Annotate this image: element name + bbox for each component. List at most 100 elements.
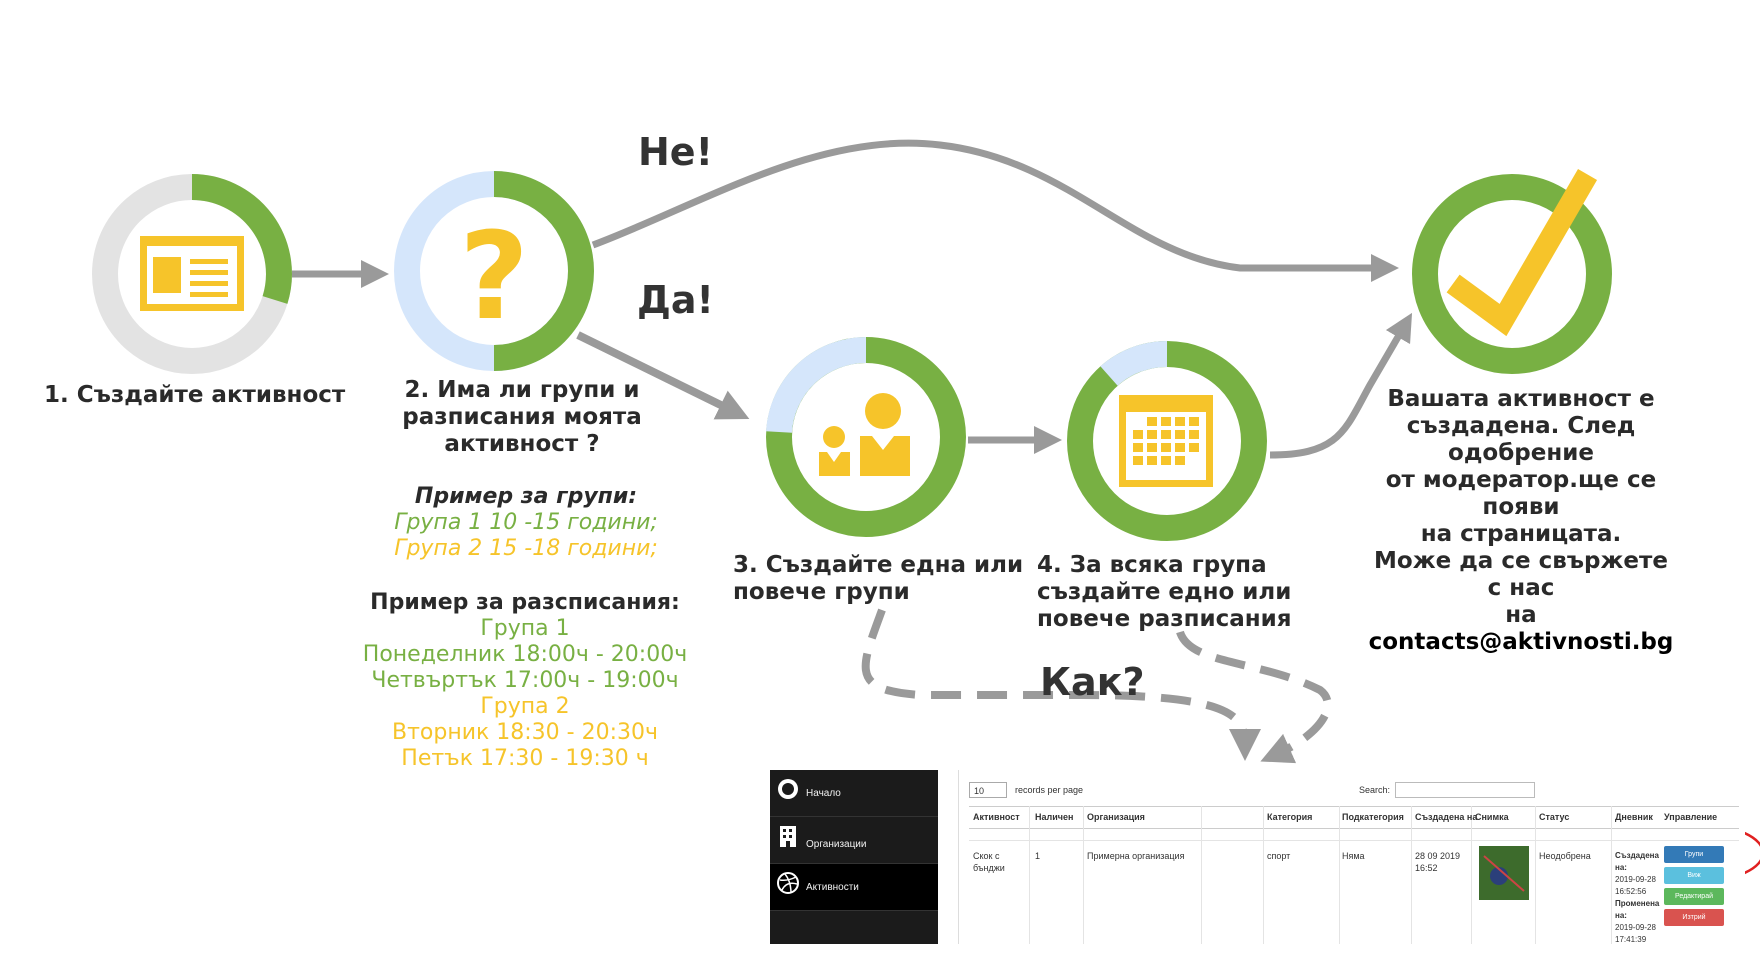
people-icon xyxy=(819,393,910,476)
delete-button[interactable]: Изтрий xyxy=(1664,909,1724,926)
col-divider xyxy=(1029,806,1030,944)
step5-line: създадена. След одобрение xyxy=(1406,413,1636,466)
col-divider xyxy=(1471,806,1472,944)
step2-line: активност ? xyxy=(444,431,600,457)
step4-circle xyxy=(1067,340,1267,541)
arrow-no-path xyxy=(591,139,1399,282)
step3-label: 3. Създайте една или повече групи xyxy=(733,552,1023,606)
col-divider xyxy=(1339,806,1340,944)
sidebar-item-activities[interactable]: Активности xyxy=(770,864,938,911)
step4-line: повече разписания xyxy=(1037,606,1292,632)
step1-label: 1. Създайте активност xyxy=(44,382,346,408)
activities-table-panel: 10 records per page Search: Активност На… xyxy=(958,770,1745,944)
col-header[interactable]: Организация xyxy=(1087,812,1145,822)
schedule-group1-line: Понеделник 18:00ч - 20:00ч xyxy=(362,642,688,667)
document-icon xyxy=(140,236,244,311)
sidebar-item-home[interactable]: Начало xyxy=(770,770,938,817)
col-header[interactable]: Подкатегория xyxy=(1342,812,1404,822)
dashed-arrow-4 xyxy=(1176,630,1332,764)
cell-subcategory: Няма xyxy=(1342,851,1365,861)
sidebar-item-organizations[interactable]: Организации xyxy=(770,817,938,864)
contact-email[interactable]: contacts@aktivnosti.bg xyxy=(1368,629,1674,655)
search-label: Search: xyxy=(1359,785,1391,795)
table-divider xyxy=(969,840,1739,841)
col-header[interactable]: Наличен xyxy=(1035,812,1074,822)
dashed-arrow-3 xyxy=(861,608,1261,761)
table-divider xyxy=(969,806,1739,807)
step5-line: Може да се свържете с нас xyxy=(1374,548,1668,601)
step4-line: създайте едно или xyxy=(1037,579,1292,605)
contact-prefix: на xyxy=(1505,602,1537,628)
question-icon: ? xyxy=(459,208,529,347)
col-divider xyxy=(1263,806,1264,944)
cell-available: 1 xyxy=(1035,851,1041,861)
yes-label: Да! xyxy=(637,278,714,322)
sidebar-item-label: Организации xyxy=(806,839,867,850)
activity-photo[interactable] xyxy=(1479,846,1529,900)
how-label: Как? xyxy=(1040,660,1145,704)
col-header[interactable]: Снимка xyxy=(1475,812,1509,822)
per-page-select[interactable]: 10 xyxy=(969,782,1007,798)
col-header[interactable]: Създадена на xyxy=(1415,812,1478,822)
step2-circle: ? xyxy=(394,171,594,371)
edit-button[interactable]: Редактирай xyxy=(1664,888,1724,905)
calendar-icon xyxy=(1119,395,1213,487)
col-header[interactable]: Категория xyxy=(1267,812,1313,822)
col-header[interactable]: Управление xyxy=(1664,812,1718,822)
step5-line: Вашата активност е xyxy=(1387,386,1655,412)
col-divider xyxy=(1083,806,1084,944)
groups-example-title: Пример за групи: xyxy=(414,484,638,509)
admin-sidebar: Начало Организации Активности xyxy=(770,770,938,944)
schedule-group2-line: Петък 17:30 - 19:30 ч xyxy=(401,746,649,771)
step3-line: 3. Създайте една или xyxy=(733,552,1024,578)
step2-line: 2. Има ли групи и xyxy=(404,377,640,403)
building-icon xyxy=(776,824,800,848)
step5-line: от модератор.ще се появи xyxy=(1385,467,1657,520)
cell-activity: Скок с бънджи xyxy=(973,851,1005,873)
step5-label: Вашата активност е създадена. След одобр… xyxy=(1366,386,1676,656)
search-input[interactable] xyxy=(1395,782,1535,798)
cell-log: Създадена на: 2019-09-28 16:52:56 Промен… xyxy=(1615,850,1663,946)
col-header[interactable]: Статус xyxy=(1539,812,1570,822)
step4-label: 4. За всяка група създайте едно или пове… xyxy=(1037,552,1292,633)
groups-example-group2: Група 2 15 -18 години; xyxy=(394,536,658,561)
step2-line: разписания моята xyxy=(402,404,642,430)
step1-circle xyxy=(92,174,292,374)
home-icon xyxy=(776,777,800,801)
step5-contact-line: на contacts@aktivnosti.bg xyxy=(1366,602,1676,656)
schedule-group2-title: Група 2 xyxy=(480,694,570,719)
cell-organization: Примерна организация xyxy=(1087,851,1185,861)
groups-example-group1: Група 1 10 -15 години; xyxy=(394,510,658,535)
col-header[interactable]: Дневник xyxy=(1615,812,1653,822)
checkmark-icon xyxy=(1446,168,1598,337)
log-created-label: Създадена на: xyxy=(1615,851,1659,872)
col-divider xyxy=(1201,806,1202,944)
step3-line: повече групи xyxy=(733,579,910,605)
schedule-example-title: Пример за разсписания: xyxy=(370,590,680,615)
groups-example: Пример за групи: Група 1 10 -15 години; … xyxy=(376,484,676,562)
arrow-4-to-5 xyxy=(1269,312,1413,459)
col-divider xyxy=(1535,806,1536,944)
col-divider xyxy=(1411,806,1412,944)
table-divider xyxy=(969,828,1739,829)
view-button[interactable]: Виж xyxy=(1664,867,1724,884)
schedule-example: Пример за разсписания: Група 1 Понеделни… xyxy=(340,590,710,772)
cell-category: спорт xyxy=(1267,851,1291,861)
schedule-group2-line: Вторник 18:30 - 20:30ч xyxy=(391,720,659,745)
schedule-group1-line: Четвъртък 17:00ч - 19:00ч xyxy=(371,668,679,693)
log-changed-label: Променена на: xyxy=(1615,899,1660,920)
cell-status: Неодобрена xyxy=(1539,851,1591,861)
groups-button[interactable]: Групи xyxy=(1664,846,1724,863)
col-divider xyxy=(1611,806,1612,944)
cell-created: 28 09 2019 16:52 xyxy=(1415,851,1461,873)
log-created-value: 2019-09-28 16:52:56 xyxy=(1615,875,1656,896)
sidebar-item-label: Активности xyxy=(806,882,859,893)
col-header[interactable]: Активност xyxy=(973,812,1020,822)
step2-label: 2. Има ли групи и разписания моята актив… xyxy=(398,377,646,458)
log-changed-value: 2019-09-28 17:41:39 xyxy=(1615,923,1656,944)
dribbble-icon xyxy=(776,871,800,895)
per-page-label: records per page xyxy=(1015,785,1084,795)
arrow-yes-path xyxy=(576,331,750,420)
step4-line: 4. За всяка група xyxy=(1037,552,1267,578)
